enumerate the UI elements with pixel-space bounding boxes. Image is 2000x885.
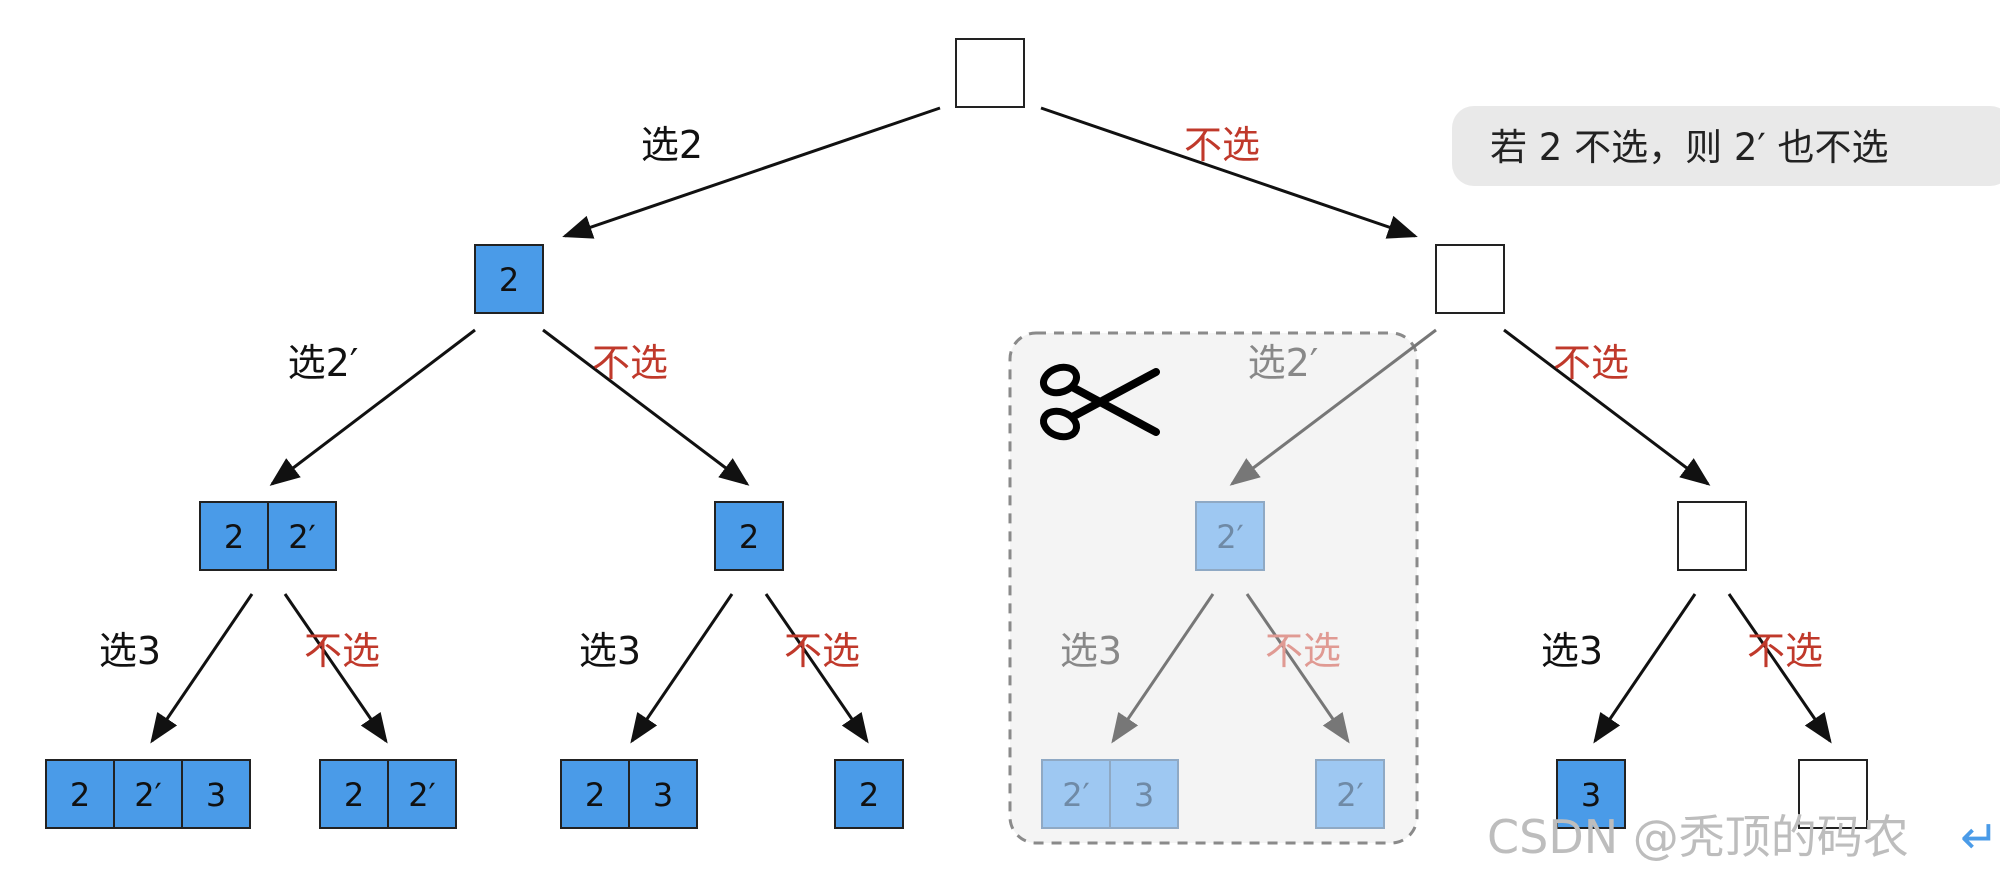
edge-label-n-2-to-n-2-b: 不选 — [592, 341, 668, 385]
node-cell — [834, 759, 904, 829]
scissors-icon — [1040, 363, 1160, 441]
node-leaf-2p-3-pruned: 2′ 3 — [1041, 759, 1179, 829]
node-cell — [319, 759, 389, 829]
node-cell — [1041, 759, 1111, 829]
edge-label-n-2p-pruned-to-leaf-2p-pruned: 不选 — [1265, 629, 1341, 673]
edge-label-n-2-2p-to-leaf-2-2p-3: 选3 — [99, 629, 161, 673]
node-cell-value: 2′ — [1216, 518, 1244, 556]
edge-n-2-to-n-2-2p — [269, 328, 476, 486]
node-cell-value: 2′ — [1336, 776, 1364, 814]
edge-label-root-to-n-empty-1: 不选 — [1184, 123, 1260, 167]
edge-label-n-2-2p-to-leaf-2-2p: 不选 — [304, 629, 380, 673]
note-text: 若 2 不选，则 2′ 也不选 — [1490, 126, 1889, 169]
node-cell-value: 2 — [859, 776, 879, 814]
note-background — [1452, 106, 2000, 186]
node-cell-value: 3 — [653, 776, 673, 814]
node-cell-empty — [1677, 501, 1747, 571]
node-cell — [45, 759, 115, 829]
edge-n-empty-1-to-n-2p-pruned — [1229, 328, 1437, 486]
node-cell — [199, 501, 269, 571]
note-callout: 若 2 不选，则 2′ 也不选 — [1452, 106, 2000, 186]
node-n-2-2p: 2 2′ — [199, 501, 337, 571]
node-cell-value: 2 — [499, 261, 519, 299]
node-cell-value: 2′ — [288, 518, 316, 556]
node-cell-empty — [1798, 759, 1868, 829]
edge-n-2-to-n-2-b — [542, 328, 750, 486]
edge-label-n-2p-pruned-to-leaf-2p-3-pruned: 选3 — [1060, 629, 1122, 673]
node-cell-empty — [955, 38, 1025, 108]
node-cell — [181, 759, 251, 829]
node-cell-value: 2′ — [1062, 776, 1090, 814]
node-leaf-2: 2 — [834, 759, 904, 829]
edge-label-n-2-b-to-leaf-2-3: 选3 — [579, 629, 641, 673]
edge-n-2-2p-to-leaf-2-2p — [283, 593, 388, 744]
node-cell-value: 2′ — [408, 776, 436, 814]
node-cell-empty — [1435, 244, 1505, 314]
node-cell — [1556, 759, 1626, 829]
node-leaf-2-2p: 2 2′ — [319, 759, 457, 829]
node-root — [955, 38, 1025, 108]
node-cell — [474, 244, 544, 314]
node-cell-value: 2 — [70, 776, 90, 814]
node-n-2-b: 2 — [714, 501, 784, 571]
edge-label-n-empty-2-to-leaf-empty: 不选 — [1747, 629, 1823, 673]
edge-root-to-n-2 — [562, 106, 941, 239]
node-cell-value: 2 — [739, 518, 759, 556]
node-cell — [1195, 501, 1265, 571]
edge-root-to-n-empty-1 — [1040, 106, 1418, 239]
edge-label-n-2-to-n-2-2p: 选2′ — [288, 341, 359, 385]
edge-n-empty-2-to-leaf-empty — [1727, 593, 1832, 744]
node-n-2: 2 — [474, 244, 544, 314]
node-cell-value: 3 — [1581, 776, 1601, 814]
node-n-2p-pruned: 2′ — [1195, 501, 1265, 571]
node-cell — [1109, 759, 1179, 829]
node-cell-value: 3 — [1134, 776, 1154, 814]
node-cell — [113, 759, 183, 829]
node-cell-value: 2′ — [134, 776, 162, 814]
edge-n-2p-pruned-to-leaf-2p-3-pruned — [1111, 593, 1215, 744]
node-leaf-empty — [1798, 759, 1868, 829]
edge-label-n-2-b-to-leaf-2: 不选 — [784, 629, 860, 673]
edge-n-2-b-to-leaf-2-3 — [630, 593, 734, 744]
node-cell — [714, 501, 784, 571]
watermark: CSDN @秃顶的码农 — [1487, 810, 1909, 864]
edge-n-2-2p-to-leaf-2-2p-3 — [150, 593, 254, 744]
node-leaf-2p-pruned: 2′ — [1315, 759, 1385, 829]
return-glyph-icon: ↵ — [1960, 810, 1999, 864]
edge-n-2p-pruned-to-leaf-2p-pruned — [1245, 593, 1350, 744]
edge-n-empty-1-to-n-empty-2 — [1503, 328, 1711, 486]
node-cell — [387, 759, 457, 829]
node-n-empty-1 — [1435, 244, 1505, 314]
edge-n-2-b-to-leaf-2 — [764, 593, 869, 744]
edge-label-n-empty-1-to-n-empty-2: 不选 — [1553, 341, 1629, 385]
node-leaf-3: 3 — [1556, 759, 1626, 829]
node-cell-value: 2 — [344, 776, 364, 814]
node-cell — [267, 501, 337, 571]
edge-label-n-empty-2-to-leaf-3: 选3 — [1541, 629, 1603, 673]
node-cell — [628, 759, 698, 829]
edge-label-root-to-n-2: 选2 — [641, 123, 703, 167]
node-cell — [1315, 759, 1385, 829]
node-cell-value: 2 — [585, 776, 605, 814]
node-n-empty-2 — [1677, 501, 1747, 571]
node-leaf-2-2p-3: 2 2′ 3 — [45, 759, 251, 829]
node-cell-value: 3 — [206, 776, 226, 814]
edge-label-n-empty-1-to-n-2p-pruned: 选2′ — [1248, 341, 1319, 385]
edge-n-empty-2-to-leaf-3 — [1593, 593, 1697, 744]
node-cell — [560, 759, 630, 829]
node-cell-value: 2 — [224, 518, 244, 556]
